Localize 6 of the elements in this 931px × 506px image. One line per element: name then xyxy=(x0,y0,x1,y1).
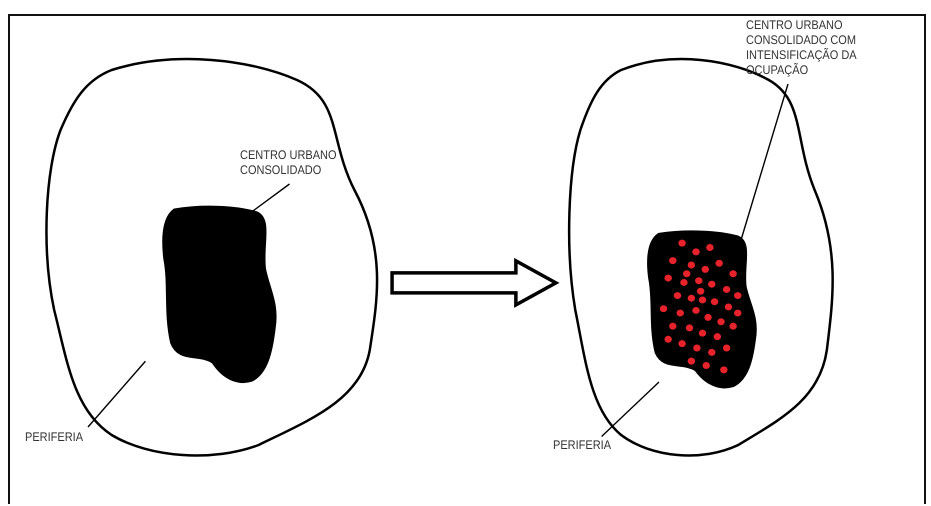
area-label: CENTRO URBANO CONSOLIDADO COM INTENSIFICAÇÃO DA OCUPAÇÃO xyxy=(746,18,858,78)
area-label: PERIFERIA xyxy=(553,438,612,453)
area-label: CENTRO URBANO CONSOLIDADO xyxy=(240,148,338,178)
hollow-arrow xyxy=(390,258,560,308)
area-label: PERIFERIA xyxy=(25,430,84,445)
leader-line xyxy=(740,84,789,238)
